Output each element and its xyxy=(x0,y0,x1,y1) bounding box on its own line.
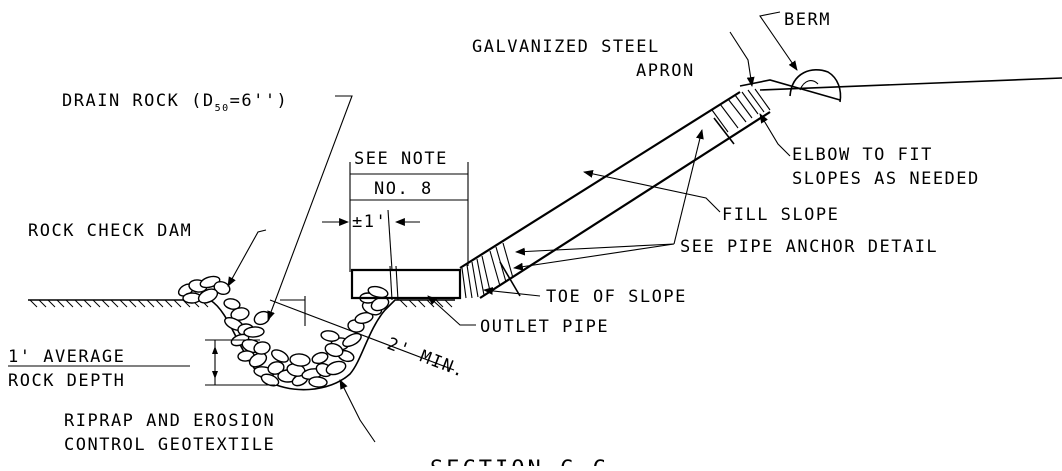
label-riprap-line2: CONTROL GEOTEXTILE xyxy=(64,435,275,455)
ground-hatch-mark xyxy=(56,299,65,308)
label-fill-slope: FILL SLOPE xyxy=(722,205,839,225)
riprap-rock xyxy=(354,311,374,325)
ground-hatch-mark xyxy=(29,299,38,308)
label-toe-of-slope: TOE OF SLOPE xyxy=(546,287,687,307)
riprap-rock xyxy=(253,341,271,355)
ground-hatch-mark xyxy=(110,299,119,308)
ground-hatch-mark xyxy=(155,299,164,308)
ground-hatch-mark xyxy=(408,299,417,308)
ground-right-upper xyxy=(759,77,1062,91)
dim-two-ft-min xyxy=(269,296,455,371)
ground-hatch-mark xyxy=(74,299,83,308)
riprap-rocks xyxy=(177,275,390,388)
dim-plus-minus-one xyxy=(322,209,420,271)
label-avg-depth-line1: 1' AVERAGE xyxy=(8,347,125,367)
dim-see-note xyxy=(349,162,469,272)
riprap-rock xyxy=(324,342,344,358)
ground-hatch-mark xyxy=(101,299,110,308)
label-plus-minus-one: ±1' xyxy=(352,212,387,232)
label-drain-rock-suffix: =6'') xyxy=(230,91,289,111)
ground-hatch-mark xyxy=(444,299,453,308)
label-drain-rock: DRAIN ROCK (D50=6'') xyxy=(62,91,288,114)
ground-left xyxy=(28,299,212,308)
outlet-pipe xyxy=(350,265,462,301)
ground-hatch-mark xyxy=(65,299,74,308)
ground-hatch-mark xyxy=(38,299,47,308)
riprap-rock xyxy=(248,352,268,368)
label-outlet-pipe: OUTLET PIPE xyxy=(480,317,609,337)
label-see-pipe-anchor: SEE PIPE ANCHOR DETAIL xyxy=(680,237,938,257)
riprap-rock xyxy=(367,285,389,299)
label-note-number: NO. 8 xyxy=(374,179,433,199)
label-drain-rock-subscript: 50 xyxy=(215,103,230,114)
label-avg-depth-line2: ROCK DEPTH xyxy=(8,371,125,391)
sloped-pipe xyxy=(459,88,771,299)
ground-hatch-mark xyxy=(137,299,146,308)
leaders xyxy=(227,11,798,443)
ground-hatch-mark xyxy=(173,299,182,308)
riprap-rock xyxy=(325,360,347,376)
label-galvanized-steel: GALVANIZED STEEL xyxy=(472,37,660,57)
ground-hatch-mark xyxy=(399,299,408,308)
section-title: SECTION C-C xyxy=(430,457,609,466)
label-apron: APRON xyxy=(636,61,695,81)
label-berm: BERM xyxy=(784,10,831,30)
ground-hatch-mark xyxy=(92,299,101,308)
riprap-rock xyxy=(213,281,231,295)
riprap-rock xyxy=(267,361,285,375)
dim-avg-depth xyxy=(205,339,275,386)
ground-hatch-mark xyxy=(119,299,128,308)
riprap-rock xyxy=(311,351,329,365)
label-elbow-line2: SLOPES AS NEEDED xyxy=(792,169,980,189)
riprap-rock xyxy=(342,332,362,348)
ground-hatch-mark xyxy=(128,299,137,308)
riprap-rock xyxy=(320,330,340,342)
label-rock-check-dam: ROCK CHECK DAM xyxy=(28,221,192,241)
ground-hatch-mark xyxy=(146,299,155,308)
label-elbow-line1: ELBOW TO FIT xyxy=(792,145,933,165)
ground-hatch-mark xyxy=(164,299,173,308)
ground-hatch-mark xyxy=(83,299,92,308)
ground-hatch-mark xyxy=(417,299,426,308)
galvanized-apron xyxy=(739,79,841,101)
riprap-rock xyxy=(308,376,328,388)
label-see-note: SEE NOTE xyxy=(354,149,448,169)
riprap-rock xyxy=(271,349,289,363)
label-drain-rock-prefix: DRAIN ROCK (D xyxy=(62,91,215,111)
berm xyxy=(789,69,842,103)
ground-hatch-mark xyxy=(47,299,56,308)
riprap-rock xyxy=(243,326,265,338)
riprap-rock xyxy=(223,298,241,310)
riprap-rock xyxy=(289,353,311,367)
riprap-rock xyxy=(230,307,250,321)
label-two-ft-min: 2' MIN. xyxy=(384,334,468,382)
riprap-rock xyxy=(197,288,219,304)
label-riprap-line1: RIPRAP AND EROSION xyxy=(64,411,275,431)
